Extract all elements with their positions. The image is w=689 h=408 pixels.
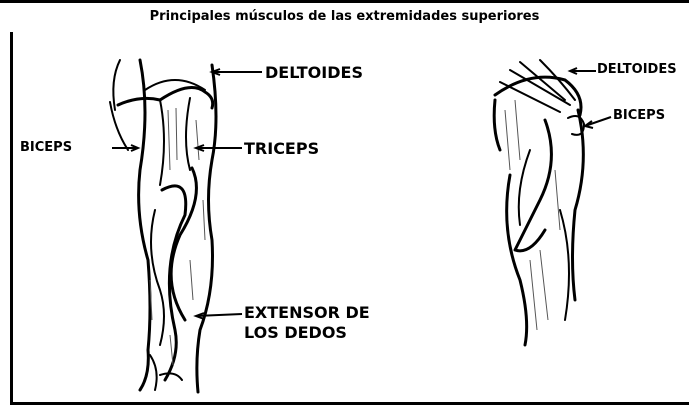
label-biceps-front: BICEPS	[20, 140, 72, 155]
label-extensor-line2: LOS DEDOS	[244, 323, 370, 343]
label-biceps-side: BICEPS	[613, 108, 665, 123]
label-deltoides-side: DELTOIDES	[597, 62, 677, 77]
label-extensor-line1: EXTENSOR DE	[244, 303, 370, 323]
label-triceps: TRICEPS	[244, 139, 319, 158]
front-arm-drawing	[110, 60, 216, 392]
label-extensor-de-los-dedos: EXTENSOR DE LOS DEDOS	[244, 303, 370, 343]
side-arm-drawing	[494, 60, 584, 345]
label-deltoides-front: DELTOIDES	[265, 63, 363, 82]
label-leader-lines	[112, 68, 611, 319]
